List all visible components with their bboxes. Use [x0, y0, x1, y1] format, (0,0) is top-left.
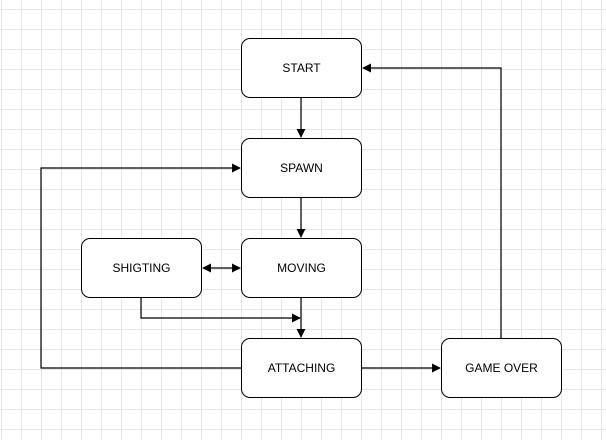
state-node-start: START: [241, 38, 362, 98]
node-label: SPAWN: [280, 161, 323, 175]
node-label: START: [282, 61, 321, 75]
state-node-game-over: GAME OVER: [441, 338, 562, 398]
state-node-moving: MOVING: [241, 238, 362, 298]
state-node-spawn: SPAWN: [241, 138, 362, 198]
node-label: MOVING: [277, 261, 326, 275]
node-label: GAME OVER: [465, 361, 538, 375]
edge-shigting-to-attaching: [140, 298, 301, 323]
state-node-attaching: ATTACHING: [241, 338, 362, 398]
node-label: SHIGTING: [112, 261, 171, 275]
state-node-shigting: SHIGTING: [81, 238, 202, 298]
node-label: ATTACHING: [267, 361, 336, 375]
edge-attaching-to-spawn: [40, 163, 241, 369]
edge-gameover-to-start: [362, 63, 502, 338]
